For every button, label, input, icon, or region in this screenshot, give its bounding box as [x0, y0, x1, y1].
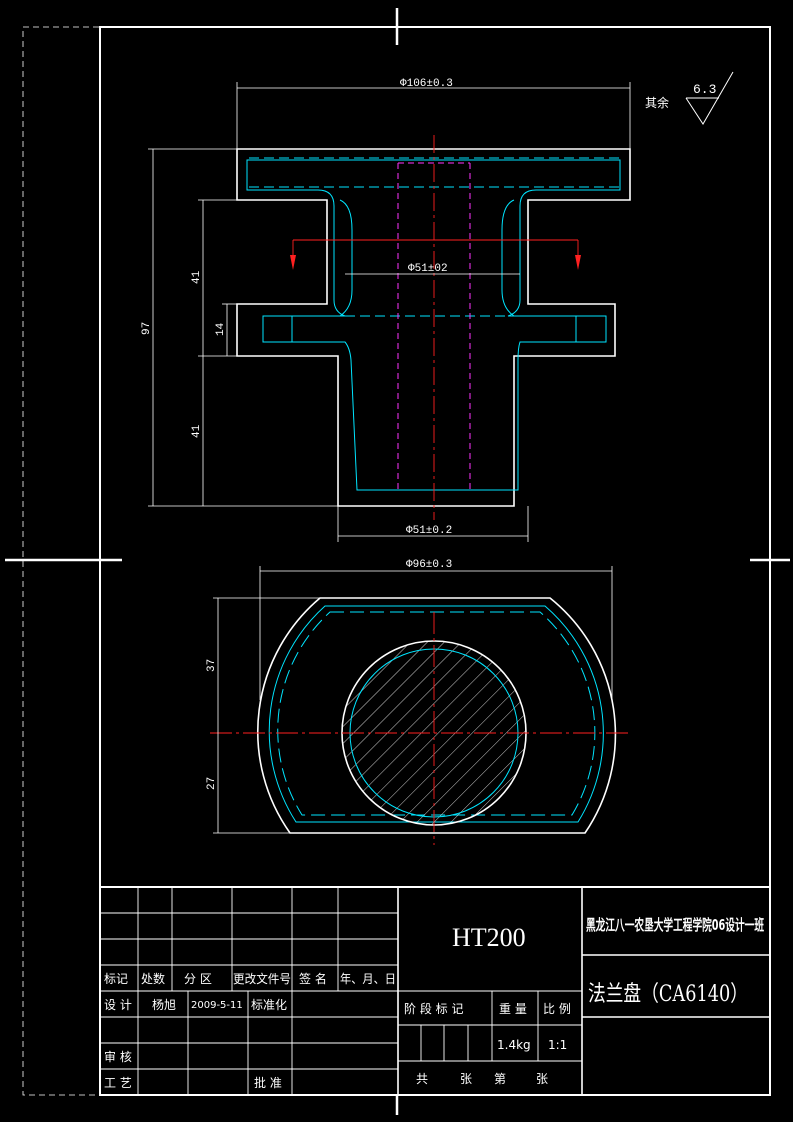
dim-plan-lower: 27: [206, 777, 218, 790]
review-label: 审 核: [104, 1049, 132, 1064]
sheet-no-label: 第: [494, 1072, 506, 1086]
stage-label: 阶 段 标 记: [404, 1001, 463, 1016]
section-outline: [236, 148, 631, 507]
dim-bottom-bore: Φ51±0.2: [406, 525, 452, 537]
standardize-label: 标准化: [251, 998, 287, 1012]
dim-bore: Φ51±02: [408, 263, 448, 275]
process-label: 工 艺: [104, 1076, 132, 1090]
scale-value: 1:1: [548, 1038, 567, 1052]
header-count: 处数: [141, 971, 165, 986]
header-mark: 标记: [104, 972, 128, 986]
header-zone: 分 区: [184, 972, 212, 986]
weight-value: 1.4kg: [497, 1038, 531, 1052]
dim-upper-height: 41: [191, 270, 203, 284]
section-view: [148, 82, 631, 542]
dim-plan-width: Φ96±0.3: [406, 559, 452, 571]
plan-view: [210, 566, 632, 845]
roughness-label: 其余: [645, 95, 669, 110]
header-sign: 签 名: [299, 971, 327, 986]
title-block: [99, 886, 771, 1096]
roughness-value: 6.3: [693, 82, 716, 97]
approve-label: 批 准: [254, 1075, 282, 1090]
design-label: 设 计: [104, 998, 132, 1012]
school-text: 黑龙江八一农垦大学工程学院06设计一班: [586, 916, 764, 934]
designer-name: 杨旭: [152, 997, 176, 1012]
part-name-text: 法兰盘（CA6140）: [588, 982, 748, 1007]
scale-label: 比 例: [543, 1002, 571, 1016]
sheet-unit2-label: 张: [536, 1072, 548, 1086]
header-date: 年、月、日: [340, 972, 396, 986]
plan-outline: [256, 597, 617, 834]
sheets-total-label: 共: [416, 1072, 428, 1086]
material-text: HT200: [452, 923, 526, 952]
design-date: 2009-5-11: [191, 1000, 243, 1011]
dim-middle-height: 14: [215, 322, 227, 336]
dim-top-width: Φ106±0.3: [400, 78, 453, 90]
roughness-symbol: [685, 71, 734, 125]
dim-total-height: 97: [141, 322, 153, 335]
dim-plan-upper: 37: [206, 659, 218, 672]
header-change-doc: 更改文件号: [233, 971, 291, 986]
weight-label: 重 量: [499, 1002, 527, 1016]
dim-lower-height: 41: [191, 424, 203, 438]
sheets-unit-label: 张: [460, 1072, 472, 1086]
